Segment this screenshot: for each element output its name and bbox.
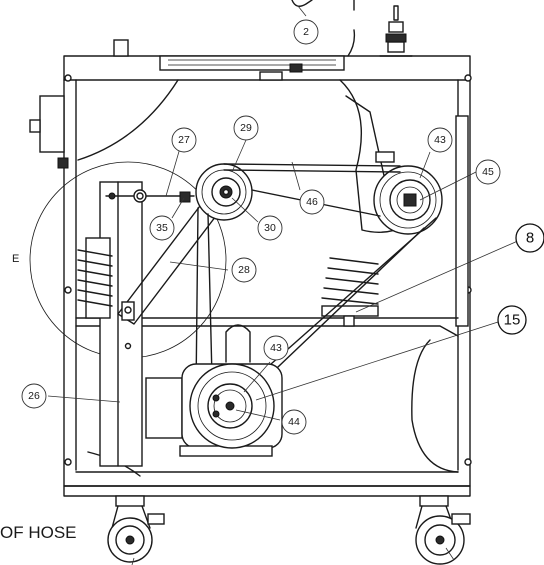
callout-8: 8	[515, 223, 544, 253]
svg-text:46: 46	[306, 196, 318, 208]
callout-43-motor: 43	[263, 335, 289, 361]
svg-text:2: 2	[303, 26, 309, 38]
svg-text:44: 44	[288, 416, 300, 428]
svg-text:30: 30	[264, 222, 276, 234]
callout-44: 44	[281, 409, 307, 435]
right-spring	[321, 257, 379, 327]
callout-27: 27	[171, 127, 197, 153]
svg-text:35: 35	[156, 222, 168, 234]
cabinet-frame	[29, 39, 472, 497]
drive-belts	[195, 163, 437, 393]
callout-29: 29	[233, 115, 259, 141]
pivot-arm	[99, 181, 223, 467]
motor	[145, 324, 283, 457]
callout-30: 30	[257, 215, 283, 241]
callout-15: 15	[497, 305, 527, 335]
note-text: OF HOSE	[0, 523, 77, 542]
svg-text:26: 26	[28, 390, 40, 402]
svg-text:28: 28	[238, 264, 250, 276]
callout-46: 46	[299, 189, 325, 215]
svg-text:8: 8	[526, 230, 534, 247]
leader-lines	[47, 5, 521, 565]
callout-43-top: 43	[427, 127, 453, 153]
callout-28: 28	[231, 257, 257, 283]
svg-text:15: 15	[504, 312, 521, 329]
detail-label: E	[12, 253, 19, 265]
svg-text:29: 29	[240, 122, 252, 134]
svg-text:27: 27	[178, 134, 190, 146]
svg-text:43: 43	[270, 342, 282, 354]
left-spring	[77, 237, 113, 319]
callout-26: 26	[21, 383, 47, 409]
callout-2: 2	[293, 19, 319, 45]
right-caster	[415, 495, 471, 565]
pump-pulley	[373, 151, 443, 235]
svg-text:43: 43	[434, 134, 446, 146]
callout-45: 45	[475, 159, 501, 185]
idler-pulley	[195, 163, 253, 221]
svg-text:45: 45	[482, 166, 494, 178]
callout-35: 35	[149, 215, 175, 241]
left-caster	[107, 495, 165, 563]
